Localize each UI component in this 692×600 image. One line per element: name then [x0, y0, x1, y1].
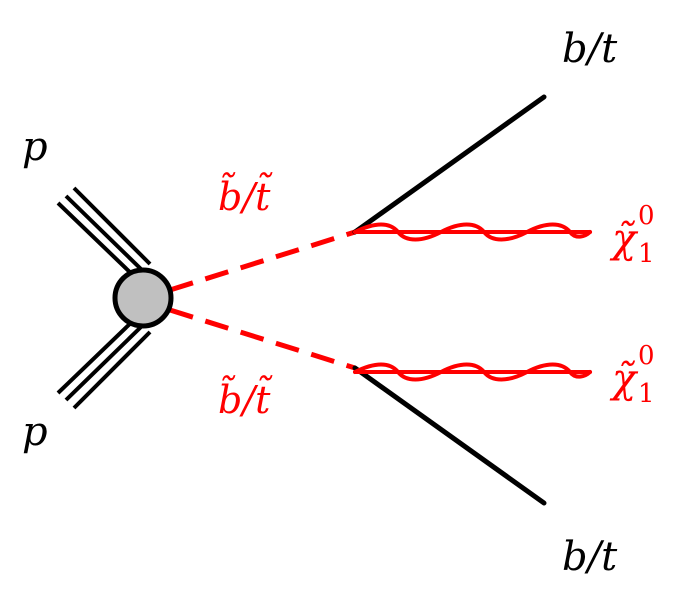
svg-text:1: 1 [638, 379, 655, 409]
label-proton-top: p [22, 124, 48, 170]
label-squark-top: b̃/t̃ [218, 172, 273, 219]
svg-text:0: 0 [638, 201, 655, 231]
svg-text:0: 0 [638, 341, 655, 371]
label-proton-bottom: p [22, 409, 48, 455]
label-quark-bottom: b/t [562, 534, 618, 580]
svg-text:χ̃: χ̃ [609, 356, 639, 402]
squark-line-top [169, 229, 356, 293]
label-quark-top: b/t [562, 26, 618, 72]
quark-line-top [352, 94, 547, 235]
interaction-vertex-blob [112, 267, 174, 329]
quark-line-bottom [352, 365, 547, 506]
squark-line-bottom [169, 307, 356, 371]
label-neutralino-top: χ̃ 0 1 [609, 201, 655, 269]
label-squark-bottom: b̃/t̃ [218, 375, 273, 422]
proton-line-bottom [56, 316, 152, 410]
neutralino-line-bottom [353, 362, 592, 382]
svg-text:χ̃: χ̃ [609, 216, 639, 262]
proton-line-top [56, 186, 152, 280]
neutralino-line-top [353, 222, 592, 242]
label-neutralino-bottom: χ̃ 0 1 [609, 341, 655, 409]
svg-text:1: 1 [638, 239, 655, 269]
